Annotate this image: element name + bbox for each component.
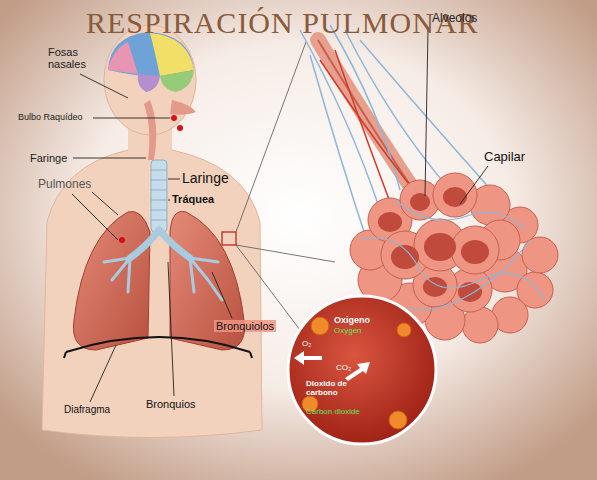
leader-lines: [72, 28, 488, 402]
part-label: Bronquiolos: [214, 320, 276, 332]
part-label: Capilar: [484, 150, 525, 164]
part-label: Bulbo Raquídeo: [18, 113, 83, 123]
title: RESPIRACIÓN PULMONAR: [86, 6, 479, 40]
part-label: Tráquea: [172, 193, 214, 205]
part-label: Fosas nasales: [48, 46, 104, 70]
part-label: Bronquios: [146, 398, 196, 410]
part-label: Carbon dioxide: [306, 408, 360, 417]
part-label: Dioxido de carbono: [306, 380, 364, 398]
part-label: Pulmones: [38, 178, 91, 191]
part-label: O₂: [302, 340, 311, 349]
alveoli-cluster: [300, 25, 558, 343]
part-label: CO₂: [336, 364, 351, 373]
part-label: Faringe: [30, 152, 67, 164]
part-label: Diafragma: [64, 404, 110, 415]
part-label: Alveolos: [432, 12, 477, 25]
gas-exchange-inset: [288, 296, 436, 444]
part-label: Laringe: [182, 171, 229, 186]
part-label: Oxigeno: [334, 316, 370, 326]
part-label: Oxygen: [334, 327, 362, 336]
